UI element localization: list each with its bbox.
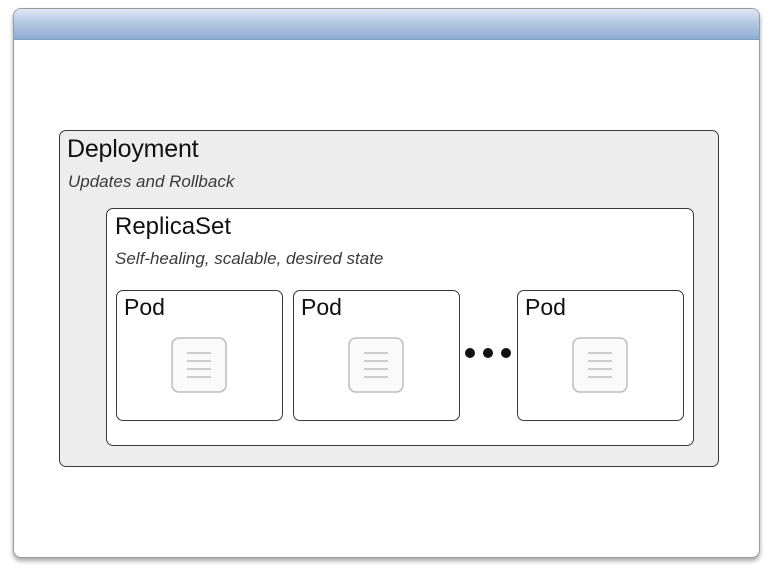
replicaset-subtitle: Self-healing, scalable, desired state bbox=[115, 249, 384, 268]
document-icon bbox=[171, 337, 227, 393]
pod-label: Pod bbox=[525, 294, 566, 320]
diagram-frame: Deployment Updates and Rollback ReplicaS… bbox=[13, 8, 760, 558]
pod-label: Pod bbox=[124, 294, 165, 320]
frame-header-bar bbox=[14, 9, 759, 40]
ellipsis-icon bbox=[465, 348, 511, 358]
pod-label: Pod bbox=[301, 294, 342, 320]
replicaset-box: ReplicaSet Self-healing, scalable, desir… bbox=[106, 208, 694, 446]
replicaset-title: ReplicaSet bbox=[115, 213, 232, 240]
deployment-box: Deployment Updates and Rollback ReplicaS… bbox=[59, 130, 719, 467]
document-icon bbox=[572, 337, 628, 393]
pod-box: Pod bbox=[517, 290, 684, 421]
deployment-subtitle: Updates and Rollback bbox=[68, 172, 235, 191]
pod-box: Pod bbox=[293, 290, 460, 421]
document-icon bbox=[348, 337, 404, 393]
deployment-title: Deployment bbox=[67, 135, 199, 163]
pod-box: Pod bbox=[116, 290, 283, 421]
